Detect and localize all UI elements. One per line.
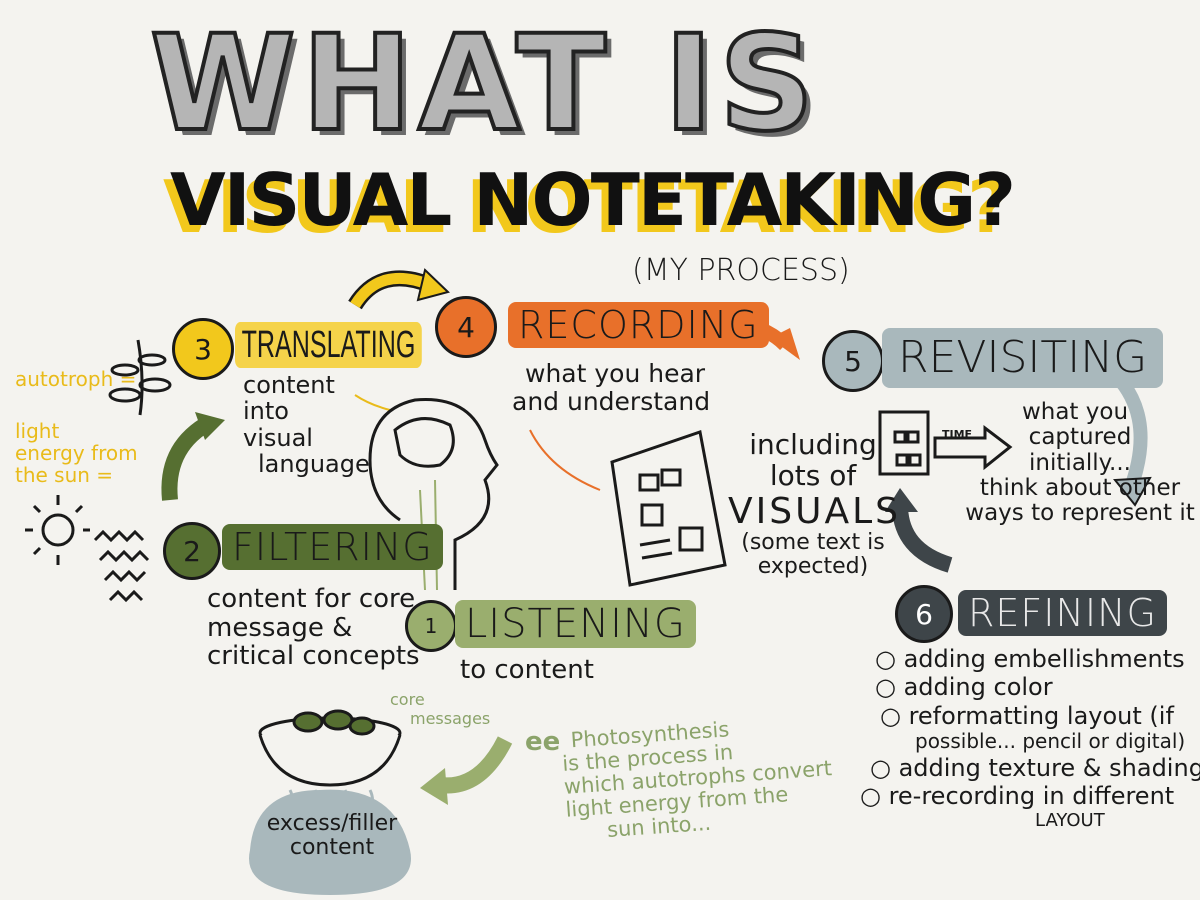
filler-line: content: [289, 835, 375, 861]
step-1-number: 1: [405, 600, 457, 652]
step-3-desc-line: into: [243, 397, 289, 426]
visuals-note-line: including: [749, 428, 877, 461]
step-5-desc-line: captured: [1028, 424, 1132, 451]
step-5-desc-line: initially...: [1029, 449, 1131, 476]
step-3-desc-line: content: [243, 371, 335, 399]
colander-icon: [258, 709, 402, 831]
visuals-note-line: (some text is: [741, 530, 885, 556]
autotroph-label: autotroph =: [15, 367, 137, 391]
step-5-label: REVISITING: [882, 328, 1164, 388]
step-5-number: 5: [822, 330, 884, 392]
step-3-desc-line: visual: [243, 423, 313, 452]
subtitle: (MY PROCESS): [632, 253, 850, 288]
light-energy-line: light: [15, 419, 60, 443]
step-1-desc: to content: [460, 655, 594, 685]
time-label: TIME: [942, 428, 973, 441]
title-line-2: VISUAL NOTETAKING?: [170, 158, 1016, 242]
core-messages-line: messages: [410, 709, 491, 729]
step-4-desc-line: and understand: [512, 386, 711, 416]
refining-item: ○ adding texture & shading: [870, 753, 1200, 782]
arrow-to-colander: [439, 736, 513, 794]
visuals-note-line: expected): [757, 554, 869, 580]
step-4-desc-line: what you hear: [525, 359, 706, 388]
step-4-number: 4: [435, 296, 497, 358]
step-3-number: 3: [172, 318, 234, 380]
light-energy-line: energy from: [15, 441, 138, 465]
sun-icon: [25, 495, 90, 565]
step-4-label: RECORDING: [508, 302, 769, 348]
wavy-light-icon: [93, 529, 150, 603]
refining-item: ○ reformatting layout (if: [880, 701, 1174, 730]
document-sketch-icon: [610, 430, 727, 587]
refining-list: ○ adding embellishments ○ adding color ○…: [860, 645, 1200, 832]
step-6-number: 6: [895, 585, 953, 643]
refining-item: LAYOUT: [1035, 810, 1105, 832]
step-2-desc-line: message &: [207, 612, 353, 643]
refining-item: ○ adding color: [875, 673, 1053, 702]
step-5-desc-line: what you: [1021, 399, 1129, 425]
visuals-note-line: lots of: [769, 458, 857, 492]
leaf-sprig-icon: [108, 339, 172, 416]
step-2-desc-line: content for core: [207, 584, 416, 614]
step-1-label: LISTENING: [455, 600, 696, 648]
visuals-note-line: VISUALS: [728, 490, 901, 532]
arrow-6-to-revisit: [892, 504, 953, 573]
light-energy-line: the sun =: [15, 463, 114, 487]
step-3-label: TRANSLATING: [235, 322, 422, 368]
refining-item: ○ re-recording in different: [860, 781, 1175, 810]
step-2-desc-line: critical concepts: [207, 641, 420, 672]
step-6-label: REFINING: [958, 590, 1167, 636]
filler-line: excess/filler: [266, 811, 398, 836]
step-2-number: 2: [163, 522, 221, 580]
title-line-1: WHAT IS: [148, 7, 821, 161]
quote-mark: ee: [525, 727, 561, 757]
arrow-2-to-3: [161, 418, 210, 501]
step-3-desc-line: language: [258, 450, 370, 479]
step-5-desc-line: ways to represent it: [965, 500, 1195, 527]
refining-item: possible... pencil or digital): [915, 728, 1186, 753]
head-profile-icon: [368, 398, 499, 590]
refining-item: ○ adding embellishments: [875, 645, 1185, 673]
core-messages-line: core: [390, 690, 425, 709]
step-2-label: FILTERING: [222, 524, 443, 570]
step-5-desc-line: think about other: [979, 474, 1181, 501]
